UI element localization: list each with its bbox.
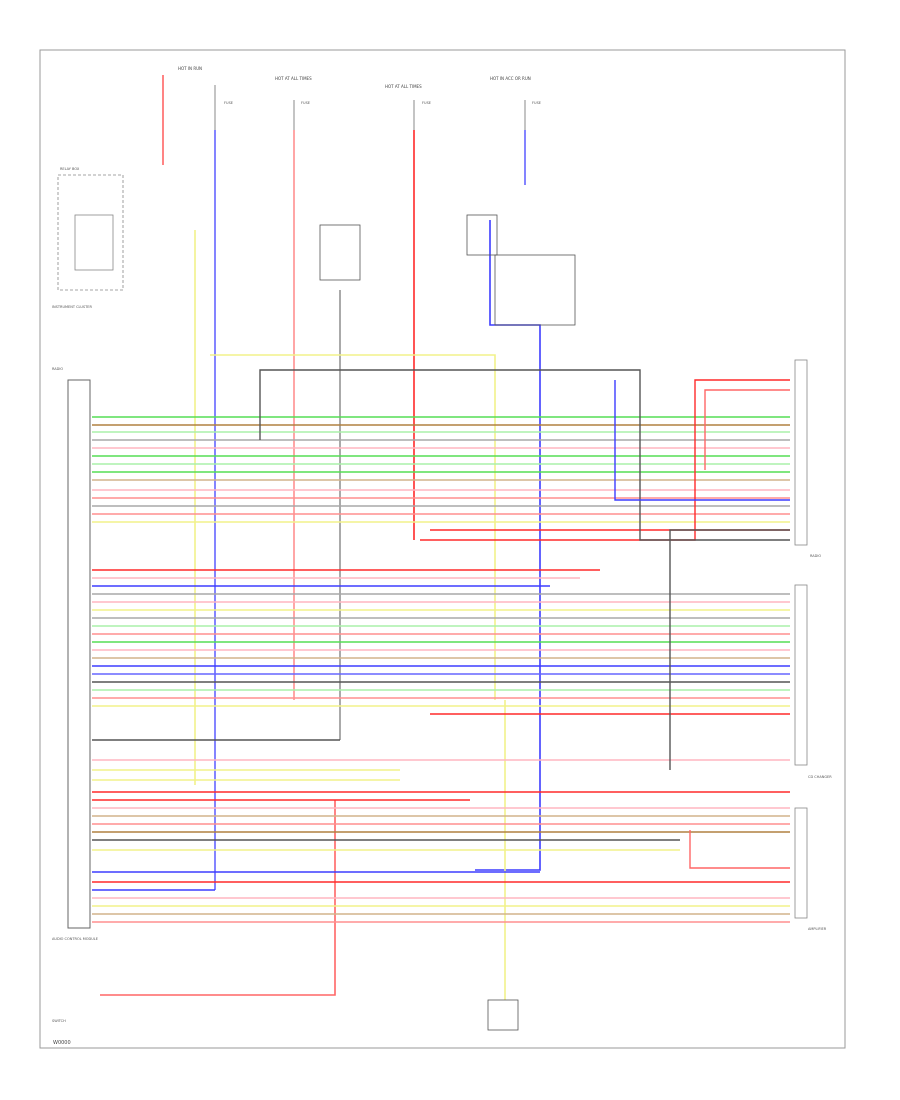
- diagram-frame: [39, 49, 846, 1049]
- cd-changer-connector: [794, 584, 808, 766]
- svg-text:RELAY BOX: RELAY BOX: [60, 167, 80, 171]
- label-conn-amp: AMPLIFIER: [808, 927, 827, 931]
- vertical-feeders: [100, 75, 541, 1000]
- label-switch: SWITCH: [52, 1019, 66, 1023]
- relay-box: RELAY BOX: [57, 167, 124, 291]
- label-instrument-cluster: INSTRUMENT CLUSTER: [52, 305, 92, 309]
- label-hot-acc: HOT AT ALL TIMES: [275, 76, 312, 81]
- relay-elements: [319, 214, 576, 1031]
- label-conn-cd: CD CHANGER: [808, 775, 832, 779]
- label-hot-run: HOT IN RUN: [178, 66, 202, 71]
- label-fuse-3: FUSE: [422, 101, 431, 105]
- label-audio-module: AUDIO CONTROL MODULE: [52, 937, 98, 941]
- right-feeds: [259, 369, 790, 869]
- label-hot-right: HOT IN ACC OR RUN: [490, 76, 531, 81]
- label-fuse-4: FUSE: [532, 101, 541, 105]
- label-conn-radio: RADIO: [810, 554, 821, 558]
- label-fuse-2: FUSE: [301, 101, 310, 105]
- amplifier-connector: [794, 807, 808, 919]
- label-radio: RADIO: [52, 367, 63, 371]
- label-fuse-1: FUSE: [224, 101, 233, 105]
- radio-right-connector: [794, 359, 808, 546]
- radio-connector: [67, 379, 91, 929]
- horizontal-wires: [92, 416, 790, 923]
- footer-code: W0000: [53, 1040, 71, 1046]
- label-hot-all: HOT AT ALL TIMES: [385, 84, 422, 89]
- fuse-stubs: [214, 85, 526, 130]
